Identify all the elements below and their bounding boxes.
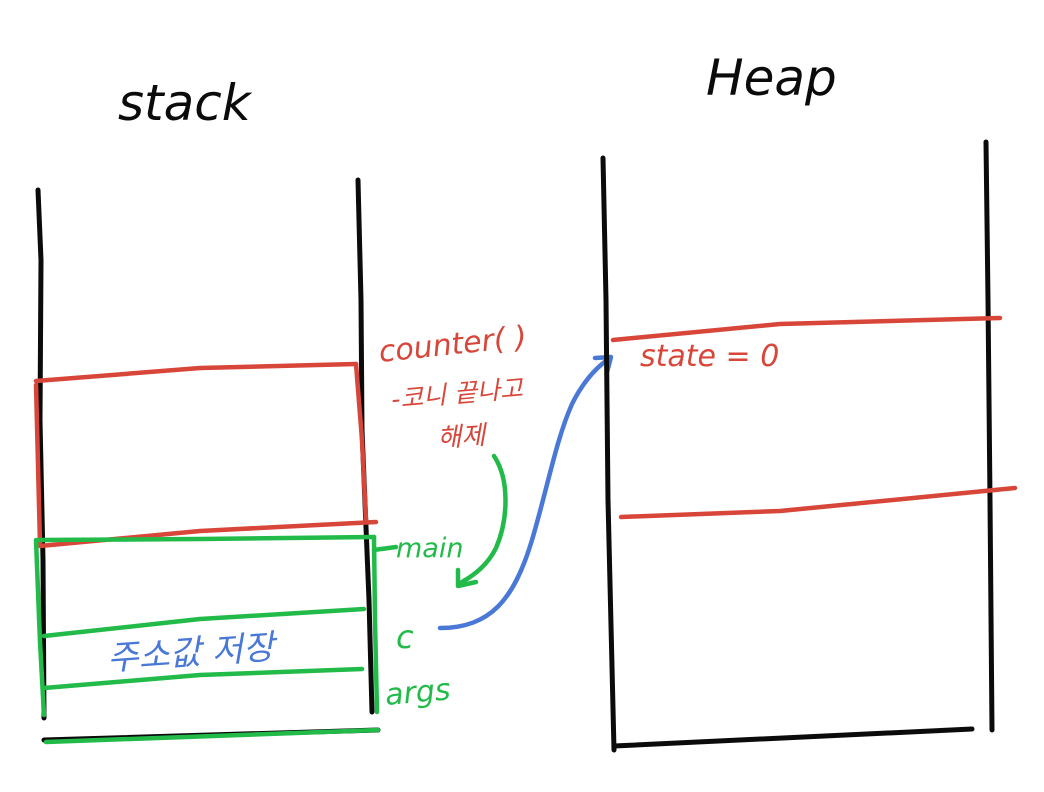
heap-left-wall: [600, 155, 617, 753]
counter-frame-bottom: [37, 519, 379, 549]
counter-note-line1: -코니 끝나고: [390, 373, 525, 413]
heap-object: state = 0: [610, 315, 1018, 520]
release-arrow-head: [455, 567, 479, 589]
c-variable-label: c: [396, 618, 414, 656]
counter-frame-top: [33, 361, 359, 384]
counter-frame-left: [33, 382, 43, 547]
release-arrow: [455, 453, 508, 589]
heap-bottom: [611, 726, 975, 749]
counter-frame-right: [353, 361, 369, 523]
counter-frame: [33, 361, 379, 549]
heap-title: Heap: [706, 49, 837, 107]
main-frame-left: [33, 537, 47, 718]
main-args-slot-top: [41, 666, 365, 691]
stack-left-wall: [35, 187, 47, 721]
main-label-tick: [371, 544, 399, 553]
reference-arrow-shaft: [437, 355, 613, 631]
main-label: main: [396, 533, 463, 564]
state-field-label: state = 0: [640, 339, 779, 374]
counter-note-line2: 해제: [436, 421, 489, 454]
args-label: args: [384, 672, 452, 713]
heap-right-wall: [983, 139, 995, 733]
main-frame-right: [371, 534, 380, 715]
main-frame: [33, 534, 381, 745]
stack-title: stack: [118, 74, 253, 132]
heap-object-top: [610, 315, 1003, 343]
heap-container: [600, 139, 995, 753]
release-arrow-shaft: [459, 453, 508, 585]
main-frame-bottom: [43, 727, 381, 745]
counter-call-label: counter( ): [377, 320, 528, 370]
main-frame-top: [35, 534, 377, 543]
heap-object-bottom: [618, 485, 1018, 520]
main-c-slot-top: [41, 606, 367, 639]
